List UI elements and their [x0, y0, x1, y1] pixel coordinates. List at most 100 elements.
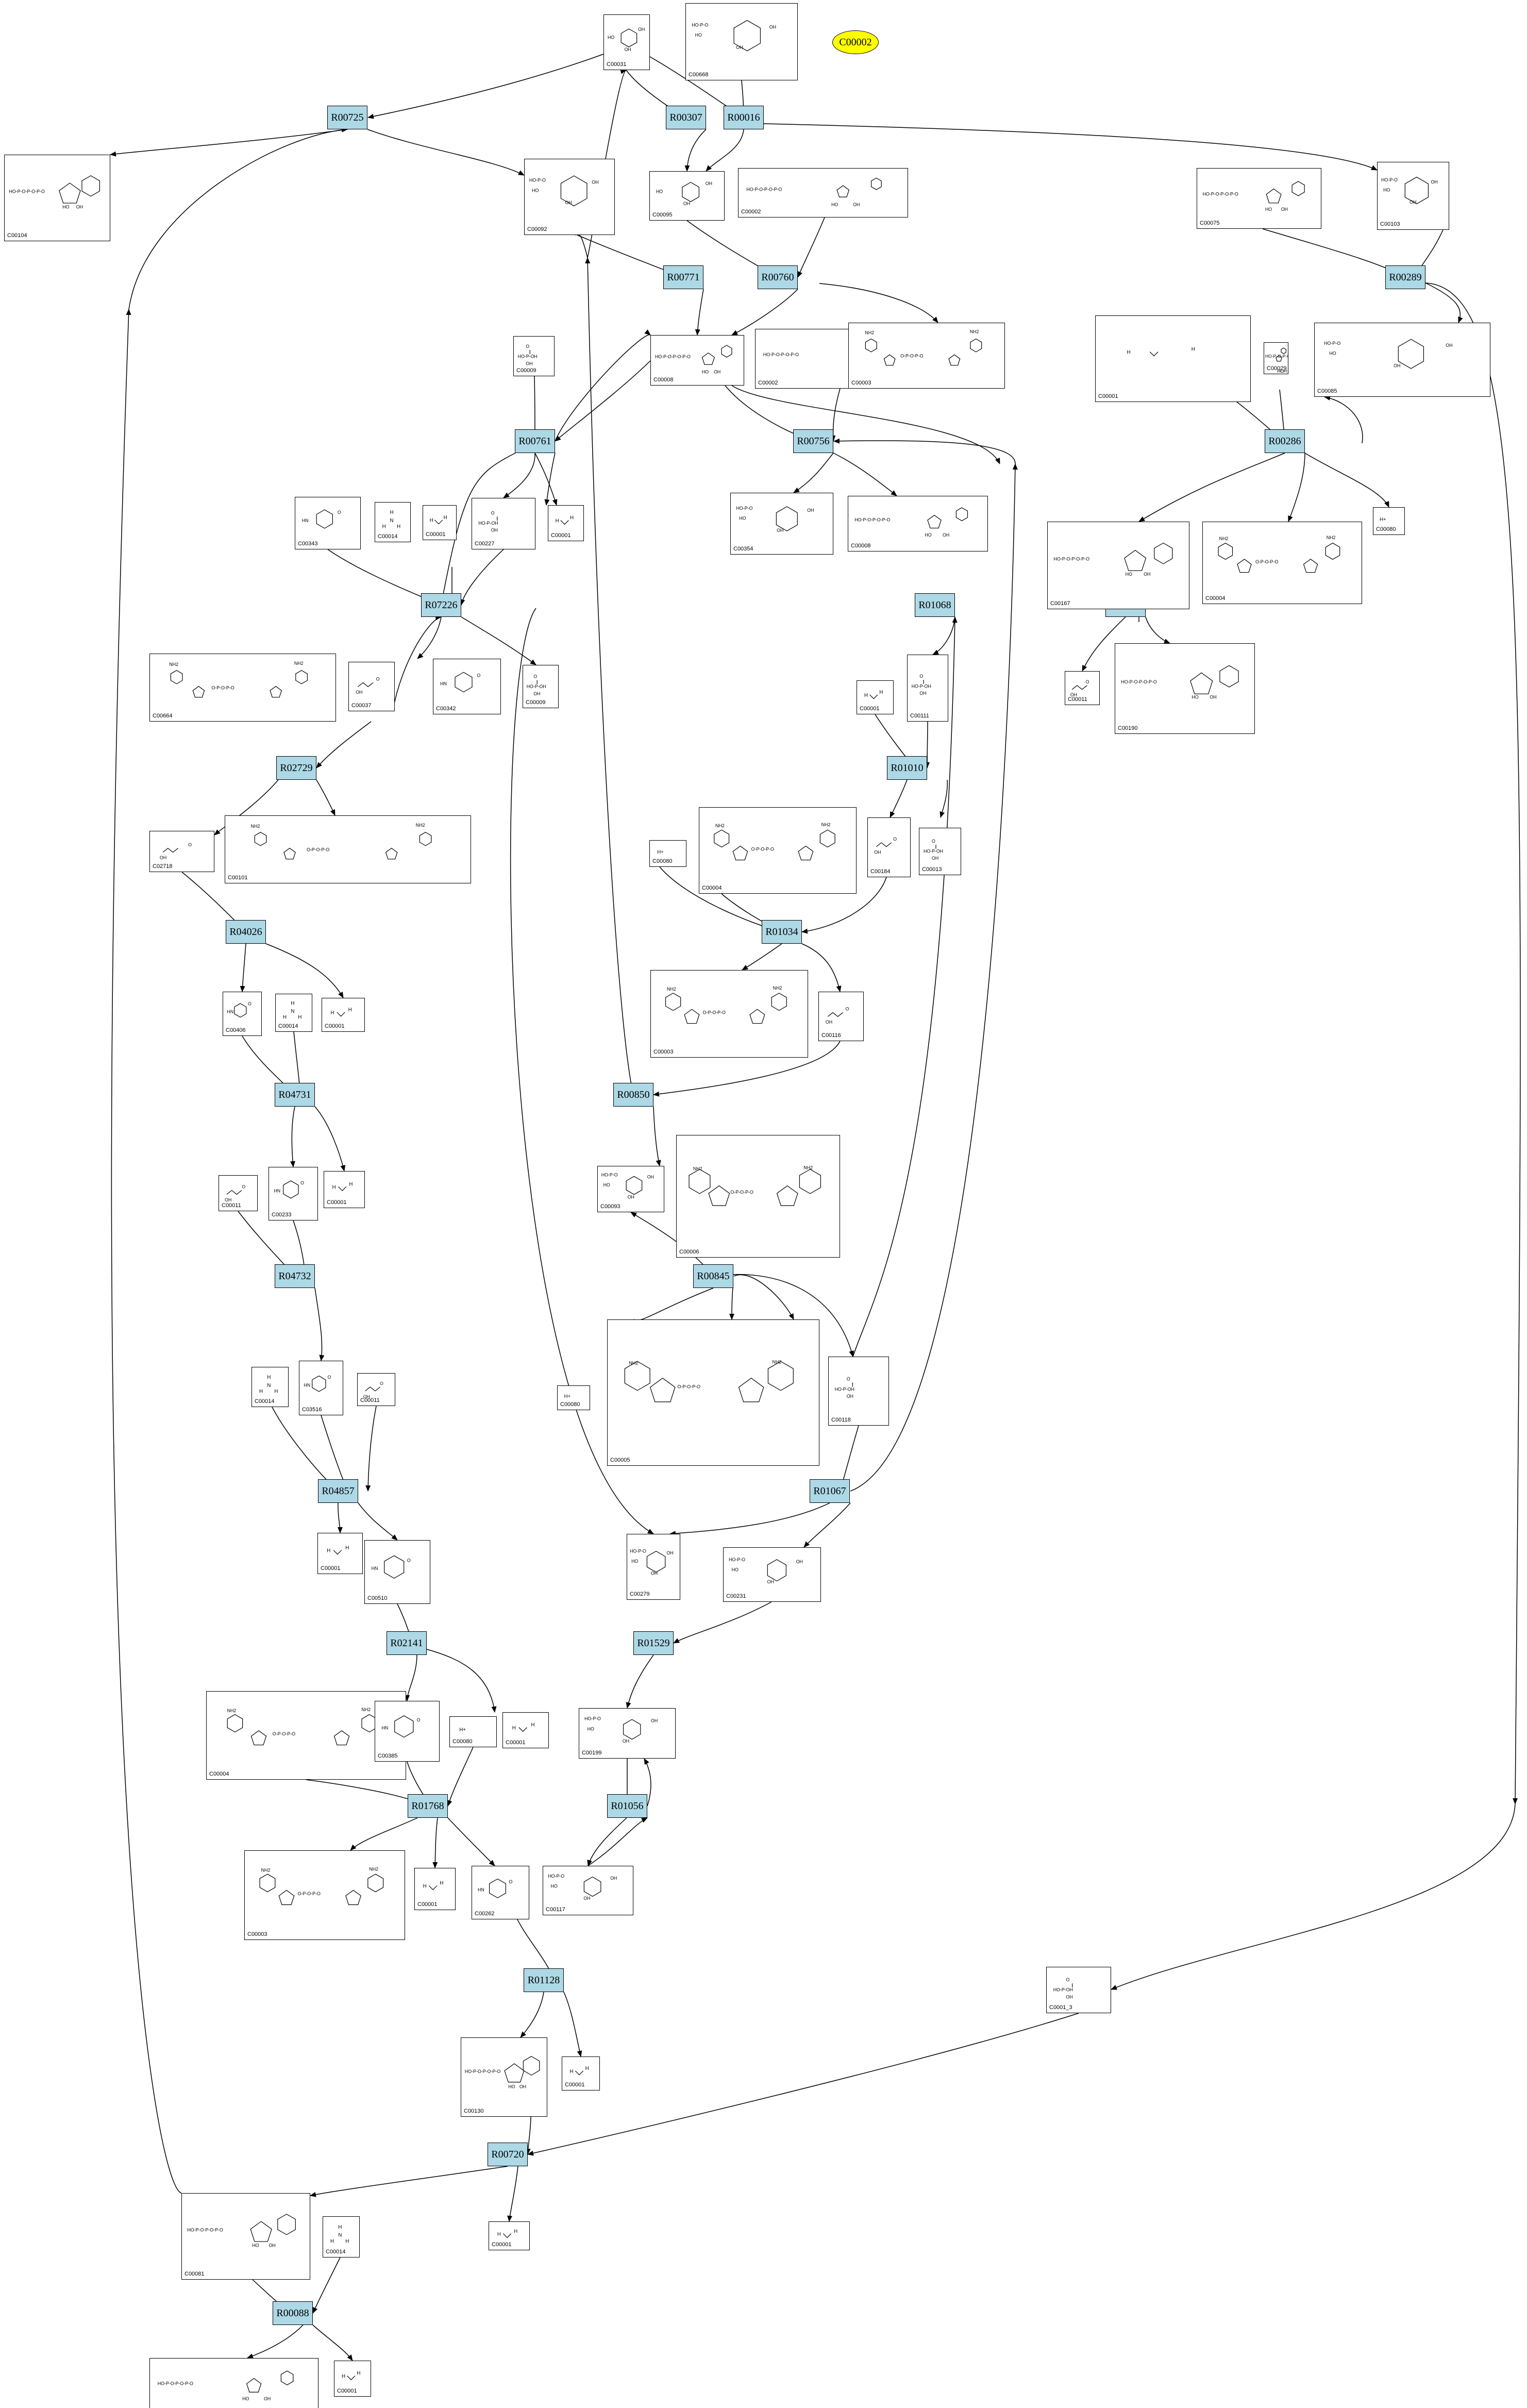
reaction-node-r07226[interactable]: R07226 — [421, 593, 461, 617]
reaction-node-r00720[interactable]: R00720 — [488, 2143, 528, 2166]
reaction-node-r00845[interactable]: R00845 — [693, 1264, 733, 1288]
reaction-node-r01529[interactable]: R01529 — [633, 1631, 674, 1655]
reaction-node-r00760[interactable]: R00760 — [758, 265, 798, 289]
reaction-node-r01067[interactable]: R01067 — [810, 1479, 850, 1503]
reaction-node-r02141[interactable]: R02141 — [387, 1631, 427, 1655]
reaction-node-r01034[interactable]: R01034 — [762, 920, 802, 944]
compound-node-c00080[interactable]: H+C00080 — [1373, 507, 1405, 535]
compound-node-c00080[interactable]: H+C00080 — [557, 1385, 590, 1410]
reaction-node-r04732[interactable]: R04732 — [275, 1264, 315, 1288]
reaction-node-r00850[interactable]: R00850 — [613, 1083, 653, 1107]
reaction-node-r01056[interactable]: R01056 — [607, 1794, 647, 1818]
reaction-node-r00088[interactable]: R00088 — [273, 2301, 313, 2325]
reaction-node-r01010[interactable]: R01010 — [887, 756, 927, 780]
compound-node-c00029[interactable]: HO-P-O-P-O-P-OHOOHC00029 — [1264, 342, 1288, 374]
compound-node-c00080[interactable]: H+C00080 — [649, 840, 686, 867]
reaction-node-r01128[interactable]: R01128 — [524, 1968, 564, 1992]
reaction-node-r00771[interactable]: R00771 — [663, 265, 703, 289]
reaction-node-r00286[interactable]: R00286 — [1265, 429, 1305, 453]
reaction-node-r01068[interactable]: R01068 — [915, 593, 955, 617]
reaction-node-r04026[interactable]: R04026 — [226, 920, 266, 944]
reaction-node-r00761[interactable]: R00761 — [515, 429, 555, 453]
reaction-node-r04857[interactable]: R04857 — [318, 1479, 358, 1503]
reaction-node-r04731[interactable]: R04731 — [275, 1083, 315, 1107]
highlighted-compound[interactable]: C00002 — [832, 30, 879, 54]
reaction-node-r01768[interactable]: R01768 — [408, 1794, 448, 1818]
reaction-node-r02729[interactable]: R02729 — [276, 756, 316, 780]
reaction-node-r00289[interactable]: R00289 — [1385, 265, 1425, 289]
reaction-node-r00307[interactable]: R00307 — [666, 106, 706, 129]
reaction-node-r00725[interactable]: R00725 — [327, 106, 367, 129]
compound-node-c00080[interactable]: H+C00080 — [449, 1716, 497, 1747]
reaction-node-r00016[interactable]: R00016 — [724, 106, 764, 129]
